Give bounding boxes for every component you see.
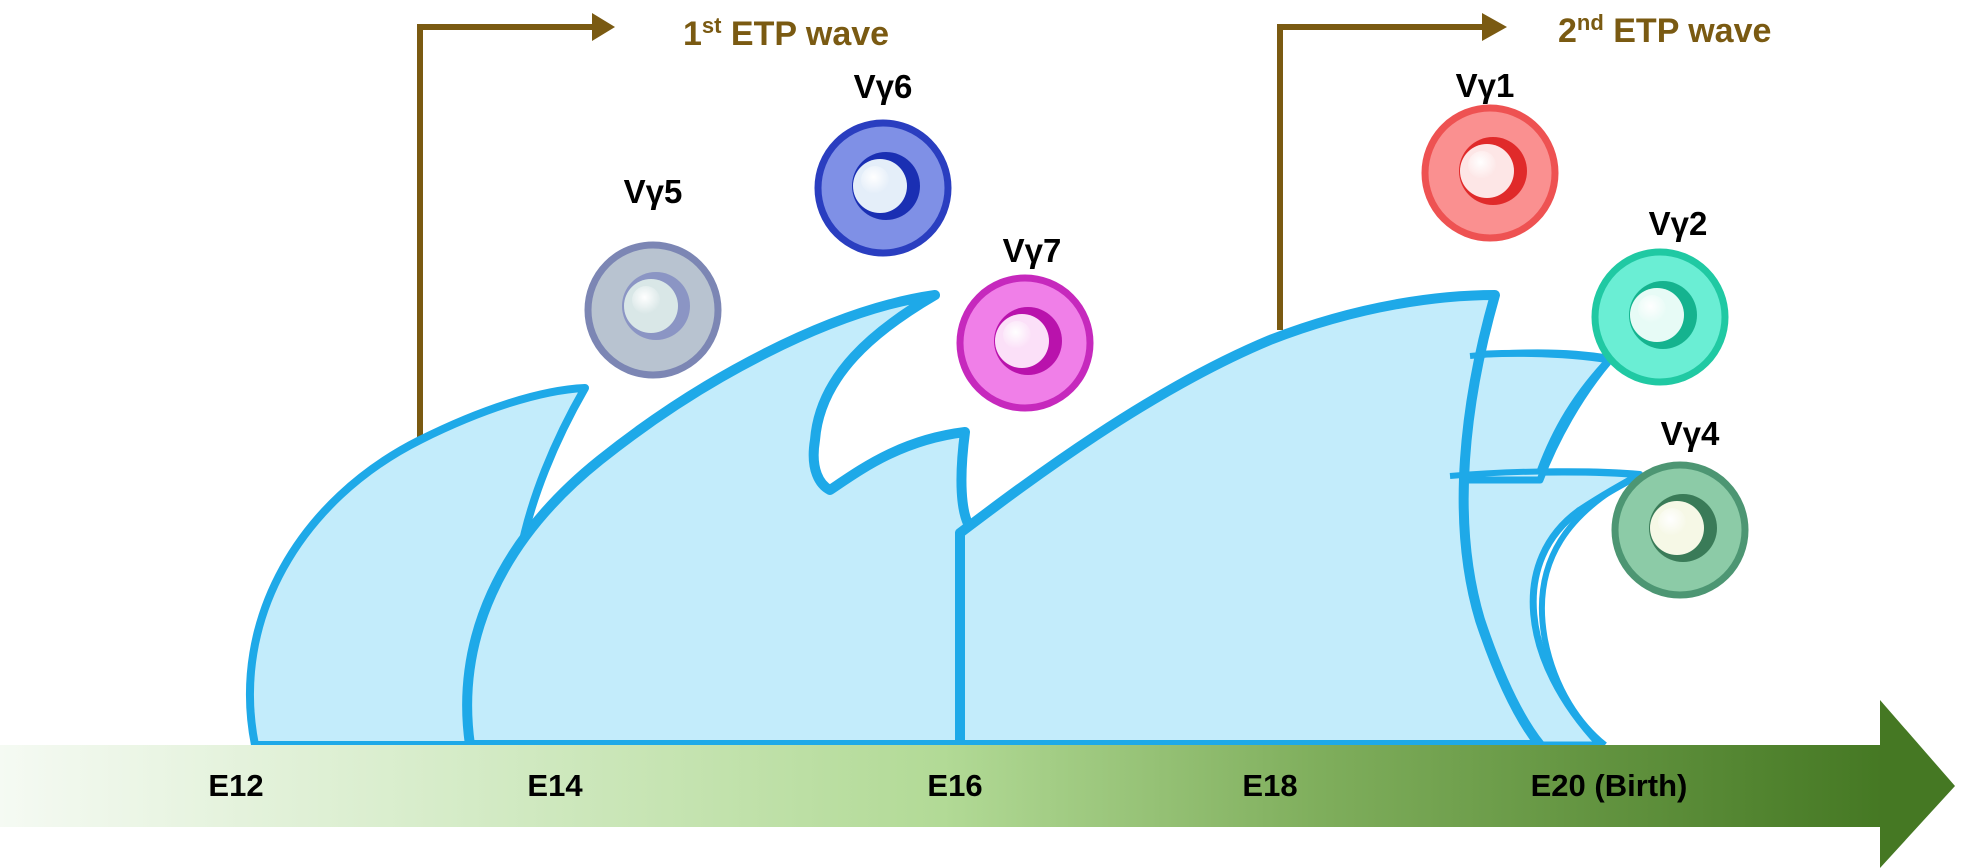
cell-vg2-label: Vγ2 (1649, 205, 1708, 242)
timeline-ticks: E12 E14 E16 E18 E20 (Birth) (208, 768, 1687, 803)
wave-2-text: ETP wave (1604, 12, 1772, 50)
wave-1-bracket (417, 13, 615, 440)
tick-e20-birth: E20 (Birth) (1531, 768, 1688, 803)
timeline-arrow (0, 700, 1955, 868)
cell-vg1: Vγ1 (1421, 67, 1559, 242)
cell-vg5: Vγ5 (584, 173, 722, 379)
wave-middle (462, 290, 1005, 750)
cell-vg6-label: Vγ6 (854, 68, 913, 105)
cell-vg7: Vγ7 (956, 232, 1094, 412)
tick-e16: E16 (927, 768, 982, 803)
wave-right-upper (1456, 349, 1614, 484)
tick-e12: E12 (208, 768, 263, 803)
wave-shapes (245, 290, 1644, 750)
cell-vg1-label: Vγ1 (1456, 67, 1515, 104)
wave-1-superscript: st (702, 13, 722, 38)
tick-e14: E14 (527, 768, 583, 803)
cell-vg4: Vγ4 (1611, 415, 1749, 599)
wave-1-ordinal: 1 (683, 15, 702, 53)
wave-1-text: ETP wave (721, 15, 889, 53)
cell-vg4-label: Vγ4 (1661, 415, 1720, 452)
wave-main (955, 290, 1545, 750)
tick-e18: E18 (1242, 768, 1297, 803)
wave-2-bracket (1277, 13, 1507, 330)
wave-1-label: 1st ETP wave (683, 13, 889, 53)
cell-vg5-label: Vγ5 (624, 173, 683, 210)
wave-2-ordinal: 2 (1558, 12, 1577, 50)
wave-2-label: 2nd ETP wave (1558, 10, 1771, 50)
wave-curl-2 (1449, 468, 1643, 748)
wave-2-superscript: nd (1577, 10, 1604, 35)
cell-vg7-label: Vγ7 (1003, 232, 1062, 269)
cell-vg2: Vγ2 (1591, 205, 1729, 386)
cell-vg6: Vγ6 (814, 68, 952, 257)
